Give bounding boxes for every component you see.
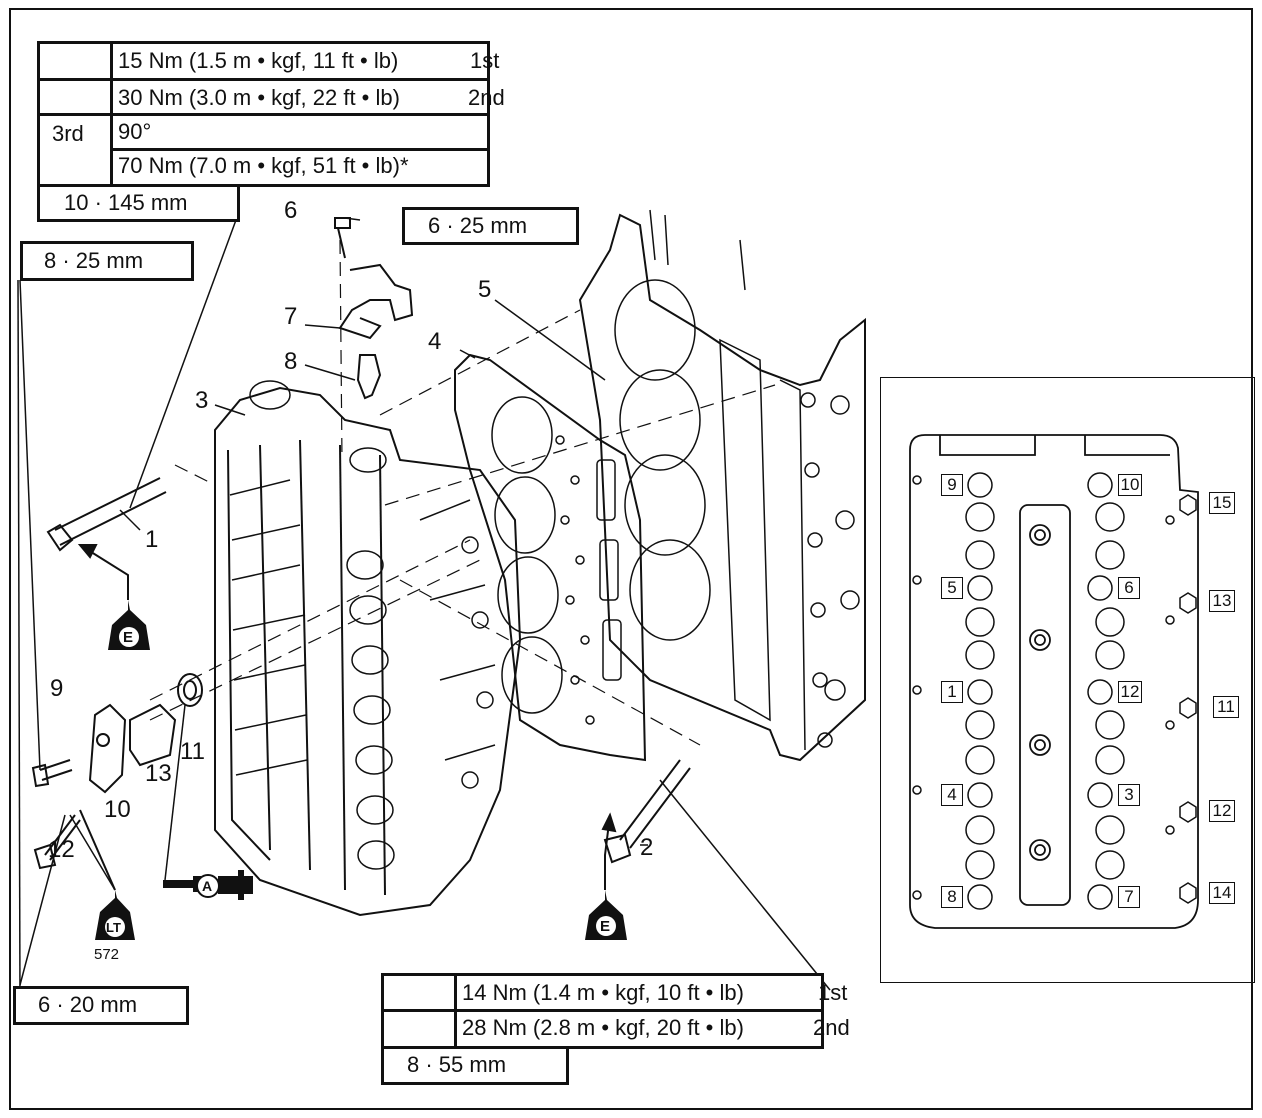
sequence-number: 1 [941, 681, 963, 703]
bolt-spec-8x55-text: 8 · 55 mm [407, 1052, 507, 1077]
torque-step-1-label: 1st [470, 48, 500, 73]
bolt-spec-10x145-text: 10 · 145 mm [64, 190, 188, 215]
torque-bottom-step-1-value: 14 Nm (1.4 m • kgf, 10 ft • lb) [462, 980, 744, 1005]
sequence-number: 15 [1209, 492, 1235, 514]
sequence-number: 8 [941, 886, 963, 908]
part-label-1: 1 [145, 526, 159, 553]
torque-step-3-label: 3rd [52, 121, 84, 146]
engine-oil-symbol-1: E [123, 629, 134, 646]
sequence-number: 4 [941, 784, 963, 806]
part-label-9: 9 [50, 675, 64, 702]
part-label-5: 5 [478, 276, 492, 303]
tightening-sequence-inset [880, 377, 1255, 983]
engine-oil-symbol-2: E [600, 918, 611, 935]
part-label-10: 10 [104, 796, 131, 823]
sequence-number: 5 [941, 577, 963, 599]
bolt-spec-8x25 [20, 241, 194, 281]
bolt-spec-6x20-text: 6 · 20 mm [38, 992, 138, 1017]
part-label-6: 6 [284, 197, 298, 224]
torque-step-2-label: 2nd [468, 85, 505, 110]
torque-bottom-step-1-label: 1st [818, 980, 848, 1005]
sequence-number: 14 [1209, 882, 1235, 904]
sequence-number: 11 [1213, 696, 1239, 718]
loctite-number: 572 [94, 946, 120, 963]
torque-step-3b-value: 70 Nm (7.0 m • kgf, 51 ft • lb)* [118, 153, 409, 178]
torque-bottom-step-2-value: 28 Nm (2.8 m • kgf, 20 ft • lb) [462, 1015, 744, 1040]
sequence-number: 9 [941, 474, 963, 496]
bolt-spec-6x25 [402, 207, 579, 245]
torque-step-1-value: 15 Nm (1.5 m • kgf, 11 ft • lb) [118, 48, 399, 73]
bolt-spec-8x25-text: 8 · 25 mm [44, 248, 144, 273]
engine-oil-icon [108, 600, 150, 650]
grease-a-symbol: A [202, 878, 213, 894]
bolt-spec-8x55 [381, 1046, 569, 1085]
part-label-11: 11 [180, 738, 205, 765]
loctite-symbol: LT [106, 920, 121, 935]
bolt-spec-10x145 [37, 184, 240, 222]
sequence-number: 7 [1118, 886, 1140, 908]
sequence-number: 13 [1209, 590, 1235, 612]
sequence-number: 12 [1118, 681, 1142, 703]
sequence-number: 10 [1118, 474, 1142, 496]
bolt-spec-6x20 [13, 986, 189, 1025]
torque-step-3a-value: 90° [118, 119, 152, 144]
part-label-3: 3 [195, 387, 209, 414]
part-label-2: 2 [640, 834, 654, 861]
sequence-number: 12 [1209, 800, 1235, 822]
part-label-13: 13 [145, 760, 172, 787]
bolt-spec-6x25-text: 6 · 25 mm [428, 213, 528, 238]
torque-bottom-step-2-label: 2nd [813, 1015, 850, 1040]
part-label-4: 4 [428, 328, 442, 355]
part-label-8: 8 [284, 348, 298, 375]
sequence-number: 6 [1118, 577, 1140, 599]
part-label-12: 12 [48, 836, 75, 863]
torque-step-2-value: 30 Nm (3.0 m • kgf, 22 ft • lb) [118, 85, 400, 110]
sequence-number: 3 [1118, 784, 1140, 806]
part-label-7: 7 [284, 303, 298, 330]
